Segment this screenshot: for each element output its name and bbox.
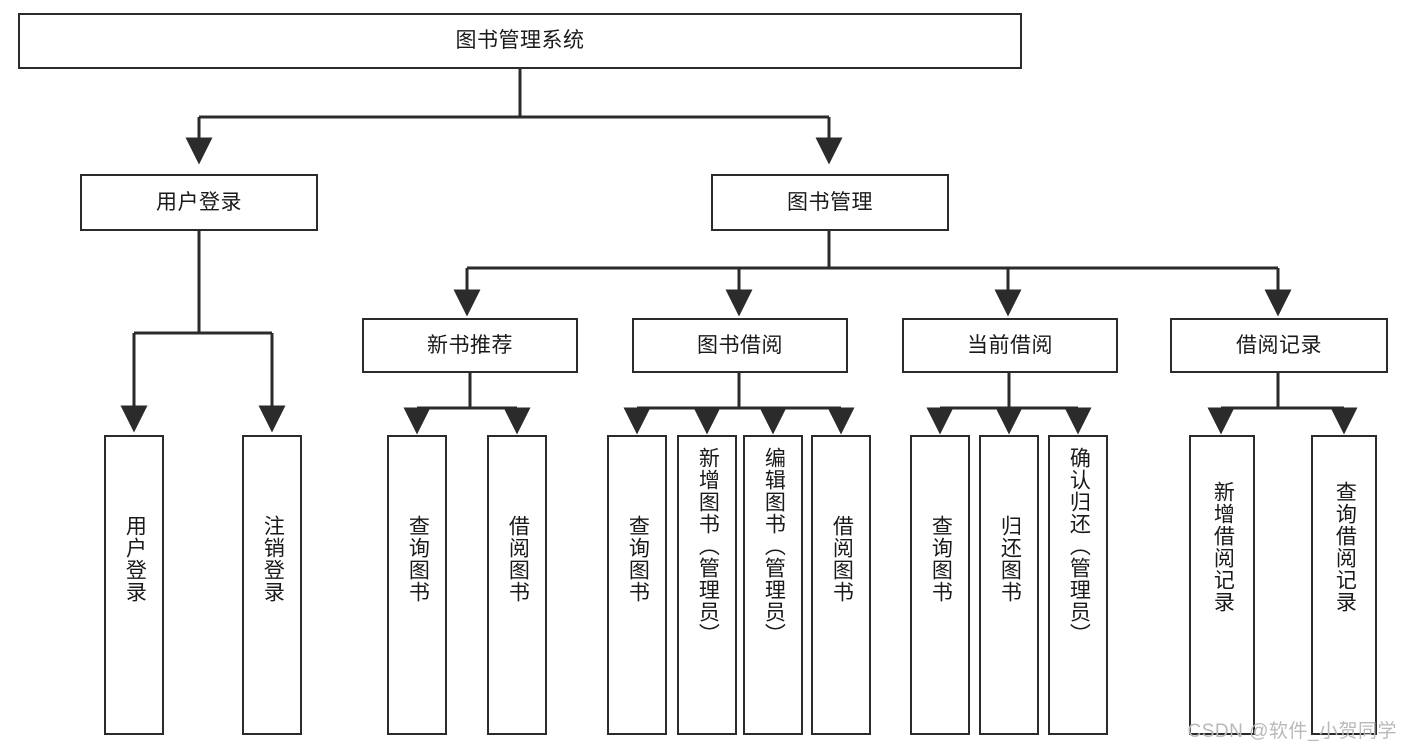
node-book-management[interactable]: 图书管理 (711, 174, 949, 231)
node-borrow-record[interactable]: 借阅记录 (1170, 318, 1388, 373)
watermark-text: CSDN @软件_小贺同学 (1187, 721, 1397, 742)
node-new-book-recommend[interactable]: 新书推荐 (362, 318, 578, 373)
node-current-borrow-label: 当前借阅 (967, 333, 1053, 357)
node-leaf-borrow-book-2-label: 借阅图书 (830, 515, 854, 603)
node-leaf-add-record-label: 新增借阅记录 (1211, 481, 1235, 613)
node-leaf-user-login[interactable]: 用户登录 (104, 435, 164, 735)
node-leaf-confirm-return-label: 确认归还（管理员） (1067, 447, 1091, 645)
node-borrow-record-label: 借阅记录 (1236, 333, 1322, 357)
node-leaf-user-login-label: 用户登录 (123, 515, 147, 603)
node-leaf-query-record-label: 查询借阅记录 (1333, 481, 1357, 613)
node-leaf-query-book-2[interactable]: 查询图书 (607, 435, 667, 735)
node-leaf-query-book-1[interactable]: 查询图书 (387, 435, 447, 735)
node-leaf-query-book-3-label: 查询图书 (929, 515, 953, 603)
node-leaf-query-record[interactable]: 查询借阅记录 (1311, 435, 1377, 735)
node-root[interactable]: 图书管理系统 (18, 13, 1022, 69)
node-current-borrow[interactable]: 当前借阅 (902, 318, 1118, 373)
node-leaf-logout-label: 注销登录 (261, 515, 285, 603)
node-leaf-logout[interactable]: 注销登录 (242, 435, 302, 735)
node-leaf-add-record[interactable]: 新增借阅记录 (1189, 435, 1255, 735)
node-leaf-return-book[interactable]: 归还图书 (979, 435, 1039, 735)
node-leaf-edit-book-label: 编辑图书（管理员） (762, 447, 786, 645)
node-new-book-recommend-label: 新书推荐 (427, 333, 513, 357)
node-leaf-add-book-label: 新增图书（管理员） (696, 447, 720, 645)
node-leaf-borrow-book-2[interactable]: 借阅图书 (811, 435, 871, 735)
node-leaf-borrow-book-1-label: 借阅图书 (506, 515, 530, 603)
node-leaf-query-book-3[interactable]: 查询图书 (910, 435, 970, 735)
node-book-borrow[interactable]: 图书借阅 (632, 318, 848, 373)
node-leaf-return-book-label: 归还图书 (998, 515, 1022, 603)
node-user-login[interactable]: 用户登录 (80, 174, 318, 231)
node-leaf-query-book-1-label: 查询图书 (406, 515, 430, 603)
node-leaf-add-book[interactable]: 新增图书（管理员） (677, 435, 737, 735)
node-book-borrow-label: 图书借阅 (697, 333, 783, 357)
node-book-management-label: 图书管理 (787, 190, 873, 214)
node-leaf-query-book-2-label: 查询图书 (626, 515, 650, 603)
node-root-label: 图书管理系统 (455, 29, 585, 53)
node-leaf-confirm-return[interactable]: 确认归还（管理员） (1048, 435, 1108, 735)
node-user-login-label: 用户登录 (156, 190, 242, 214)
node-leaf-borrow-book-1[interactable]: 借阅图书 (487, 435, 547, 735)
node-leaf-edit-book[interactable]: 编辑图书（管理员） (743, 435, 803, 735)
